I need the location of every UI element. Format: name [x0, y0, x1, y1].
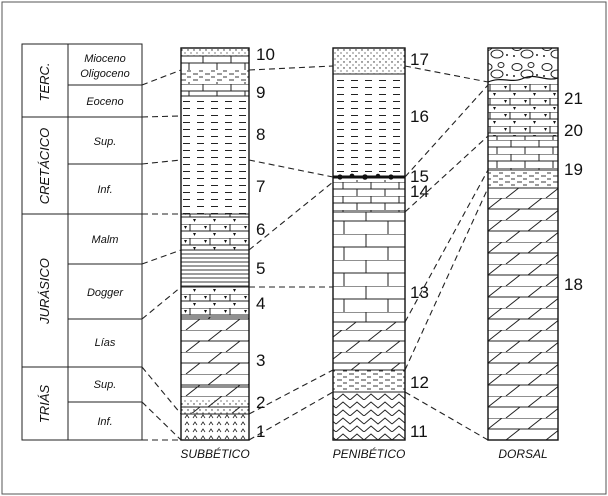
unit-number: 20 — [564, 121, 583, 140]
period-label-cretacico: CRETÁCICO — [37, 128, 52, 205]
period-label-jurasico: JURÁSICO — [37, 258, 52, 325]
unit-number: 1 — [256, 422, 265, 441]
epoch-label-cretacico-inf: Inf. — [97, 184, 112, 196]
unit-number: 10 — [256, 45, 275, 64]
epoch-label-lias: Lías — [95, 337, 116, 349]
unit-number: 4 — [256, 294, 265, 313]
period-label-terc: TERC. — [37, 63, 52, 102]
unit-number: 17 — [410, 50, 429, 69]
stratigraphic-scale: TERC. CRETÁCICO JURÁSICO TRIÁS Mioceno O… — [22, 44, 142, 440]
unit-number: 2 — [256, 393, 265, 412]
unit-number: 12 — [410, 373, 429, 392]
epoch-label-cretacico-sup: Sup. — [94, 136, 117, 148]
period-label-trias: TRIÁS — [37, 385, 52, 424]
unit-number: 6 — [256, 220, 265, 239]
column-dorsal — [488, 48, 558, 440]
column-title-dorsal: DORSAL — [498, 447, 547, 461]
epoch-label-mioceno: Mioceno — [84, 53, 126, 65]
column-title-subbetico: SUBBÉTICO — [180, 446, 249, 461]
epoch-label-malm: Malm — [92, 234, 119, 246]
unit-number: 5 — [256, 259, 265, 278]
unit-number: 19 — [564, 160, 583, 179]
unit-number: 21 — [564, 89, 583, 108]
unit-number: 13 — [410, 283, 429, 302]
epoch-label-dogger: Dogger — [87, 287, 124, 299]
unit-number: 15 — [410, 167, 429, 186]
epoch-label-trias-sup: Sup. — [94, 379, 117, 391]
unit-number: 16 — [410, 107, 429, 126]
column-title-penibetico: PENIBÉTICO — [333, 446, 406, 461]
unit-number: 9 — [256, 83, 265, 102]
column-penibetico — [333, 48, 405, 440]
unit-number: 7 — [256, 177, 265, 196]
epoch-label-eoceno: Eoceno — [86, 96, 123, 108]
epoch-label-trias-inf: Inf. — [97, 416, 112, 428]
unit-number: 18 — [564, 275, 583, 294]
column-subbetico — [181, 48, 249, 440]
unit-number: 11 — [410, 422, 428, 441]
unit-number: 3 — [256, 351, 265, 370]
unit-number: 8 — [256, 125, 265, 144]
epoch-label-oligoceno: Oligoceno — [80, 68, 130, 80]
